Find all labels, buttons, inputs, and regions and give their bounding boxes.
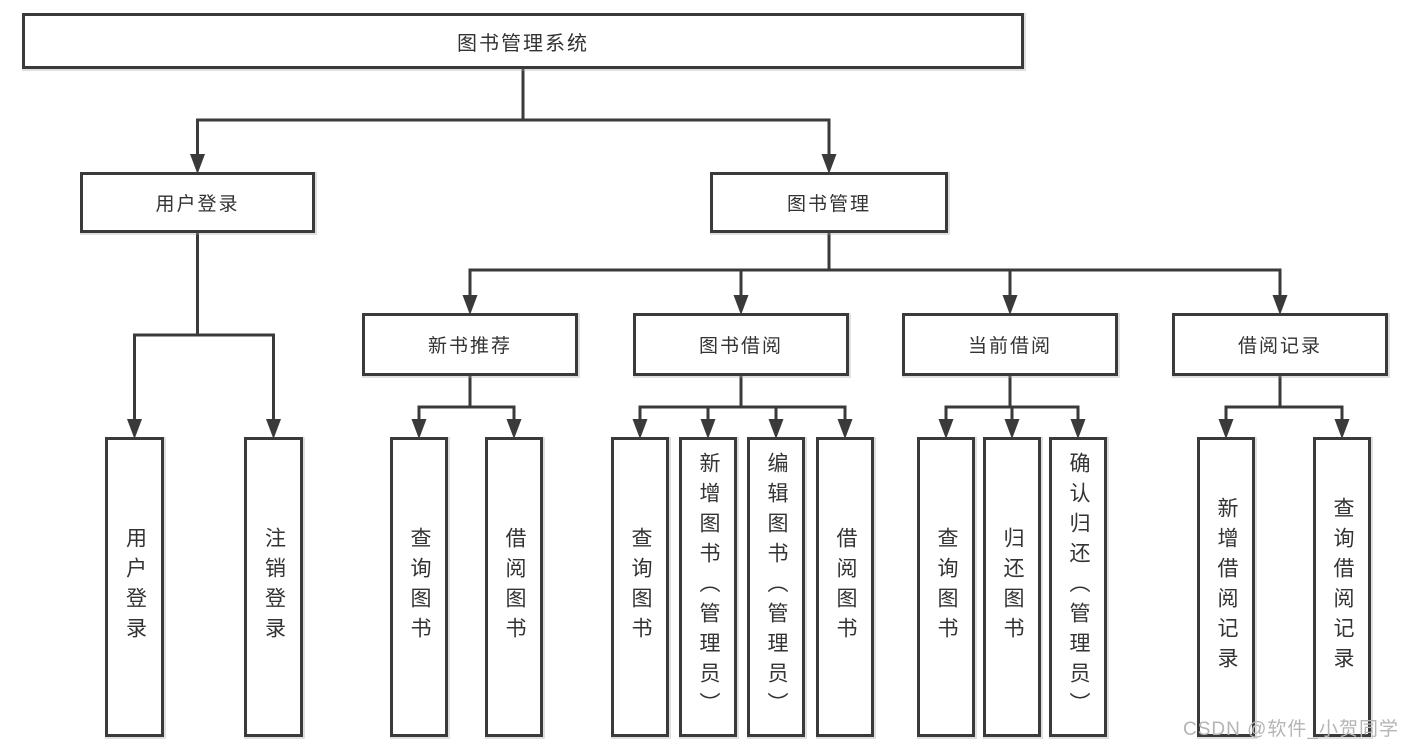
node-br-query-record: 查询借阅记录 <box>1313 437 1371 737</box>
arrowhead-icon <box>1272 295 1288 315</box>
arrowhead-icon <box>632 419 648 439</box>
node-borrowing-records: 借阅记录 <box>1172 313 1388 376</box>
node-user-login: 用户登录 <box>105 437 164 737</box>
node-logout: 注销登录 <box>244 437 303 737</box>
arrowhead-icon <box>700 419 716 439</box>
node-bb-query-book: 查询图书 <box>611 437 669 737</box>
watermark: CSDN @软件_小贺同学 <box>1183 719 1399 740</box>
node-cb-query-book: 查询图书 <box>917 437 975 737</box>
node-book-management: 图书管理 <box>710 172 948 233</box>
arrowhead-icon <box>1002 295 1018 315</box>
arrowhead-icon <box>506 419 522 439</box>
arrowhead-icon <box>733 295 749 315</box>
node-current-borrowing: 当前借阅 <box>902 313 1118 376</box>
arrowhead-icon <box>1070 419 1086 439</box>
node-br-add-record: 新增借阅记录 <box>1197 437 1255 737</box>
arrowhead-icon <box>411 419 427 439</box>
arrowhead-icon <box>1004 419 1020 439</box>
arrowhead-icon <box>821 154 837 174</box>
node-book-borrowing: 图书借阅 <box>633 313 849 376</box>
arrowhead-icon <box>127 419 142 439</box>
arrowhead-icon <box>462 295 478 315</box>
arrowhead-icon <box>1218 419 1234 439</box>
arrowhead-icon <box>768 419 784 439</box>
arrowhead-icon <box>190 154 205 174</box>
node-user-login-group: 用户登录 <box>80 172 315 233</box>
node-bb-borrow-book: 借阅图书 <box>816 437 874 737</box>
node-bb-edit-book: 编辑图书（管理员） <box>747 437 805 737</box>
node-rec-borrow-book: 借阅图书 <box>485 437 543 737</box>
node-rec-query-book: 查询图书 <box>390 437 448 737</box>
arrowhead-icon <box>266 419 281 439</box>
arrowhead-icon <box>837 419 853 439</box>
node-bb-add-book: 新增图书（管理员） <box>679 437 737 737</box>
node-cb-return-book: 归还图书 <box>983 437 1041 737</box>
node-library-system: 图书管理系统 <box>22 13 1024 69</box>
arrowhead-icon <box>1334 419 1350 439</box>
node-new-book-rec: 新书推荐 <box>362 313 578 376</box>
node-cb-confirm-return: 确认归还（管理员） <box>1049 437 1107 737</box>
arrowhead-icon <box>938 419 954 439</box>
